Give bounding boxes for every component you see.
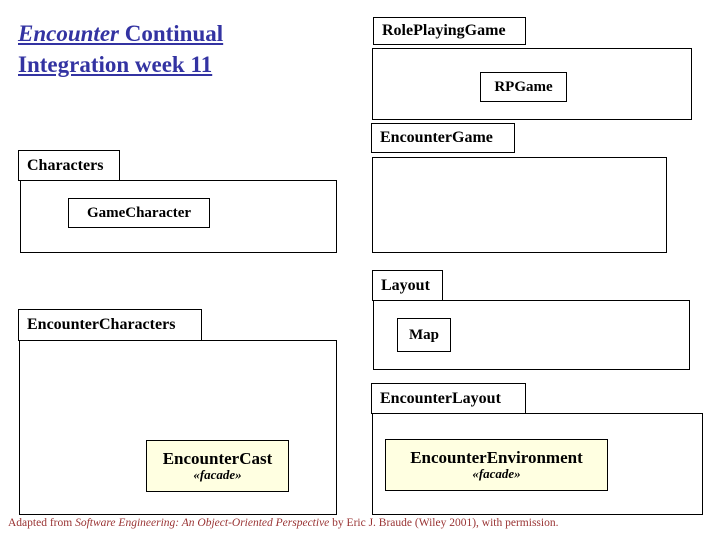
package-tab-characters: Characters — [18, 150, 120, 181]
class-stereotype-encounterenvironment: «facade» — [472, 466, 521, 482]
package-tab-roleplayinggame: RolePlayingGame — [373, 17, 526, 45]
package-body-characters: GameCharacter — [20, 180, 337, 253]
package-tab-layout: Layout — [372, 270, 443, 301]
attribution-book-title: Software Engineering: An Object-Oriented… — [75, 517, 330, 529]
package-body-layout: Map — [373, 300, 690, 370]
attribution-footer: Adapted from Software Engineering: An Ob… — [8, 517, 708, 529]
class-box-encounterenvironment: EncounterEnvironment «facade» — [385, 439, 608, 491]
class-box-rpgame: RPGame — [480, 72, 567, 102]
class-stereotype-encountercast: «facade» — [193, 467, 242, 483]
package-tab-encountercharacters: EncounterCharacters — [18, 309, 202, 341]
slide-title-line1: Encounter Continual — [18, 21, 223, 46]
class-name-encounterenvironment: EncounterEnvironment — [410, 447, 583, 467]
slide-title-emphasis: Encounter — [18, 21, 119, 46]
class-box-encountercast: EncounterCast «facade» — [146, 440, 289, 492]
class-box-map: Map — [397, 318, 451, 352]
class-box-gamecharacter: GameCharacter — [68, 198, 210, 228]
package-body-roleplayinggame: RPGame — [372, 48, 692, 120]
package-body-encountergame — [372, 157, 667, 253]
package-body-encountercharacters: EncounterCast «facade» — [19, 340, 337, 515]
slide-title-line1-rest: Continual — [118, 21, 224, 46]
attribution-prefix: Adapted from — [8, 517, 76, 529]
class-name-encountercast: EncounterCast — [162, 448, 273, 468]
package-body-encounterlayout: EncounterEnvironment «facade» — [372, 413, 703, 515]
slide-title-line2: Integration week 11 — [18, 52, 213, 78]
package-tab-encounterlayout: EncounterLayout — [371, 383, 526, 414]
package-tab-encountergame: EncounterGame — [371, 123, 515, 153]
slide-title: Encounter Continual Integration week 11 — [18, 18, 318, 80]
attribution-suffix: by Eric J. Braude (Wiley 2001), with per… — [329, 517, 559, 529]
